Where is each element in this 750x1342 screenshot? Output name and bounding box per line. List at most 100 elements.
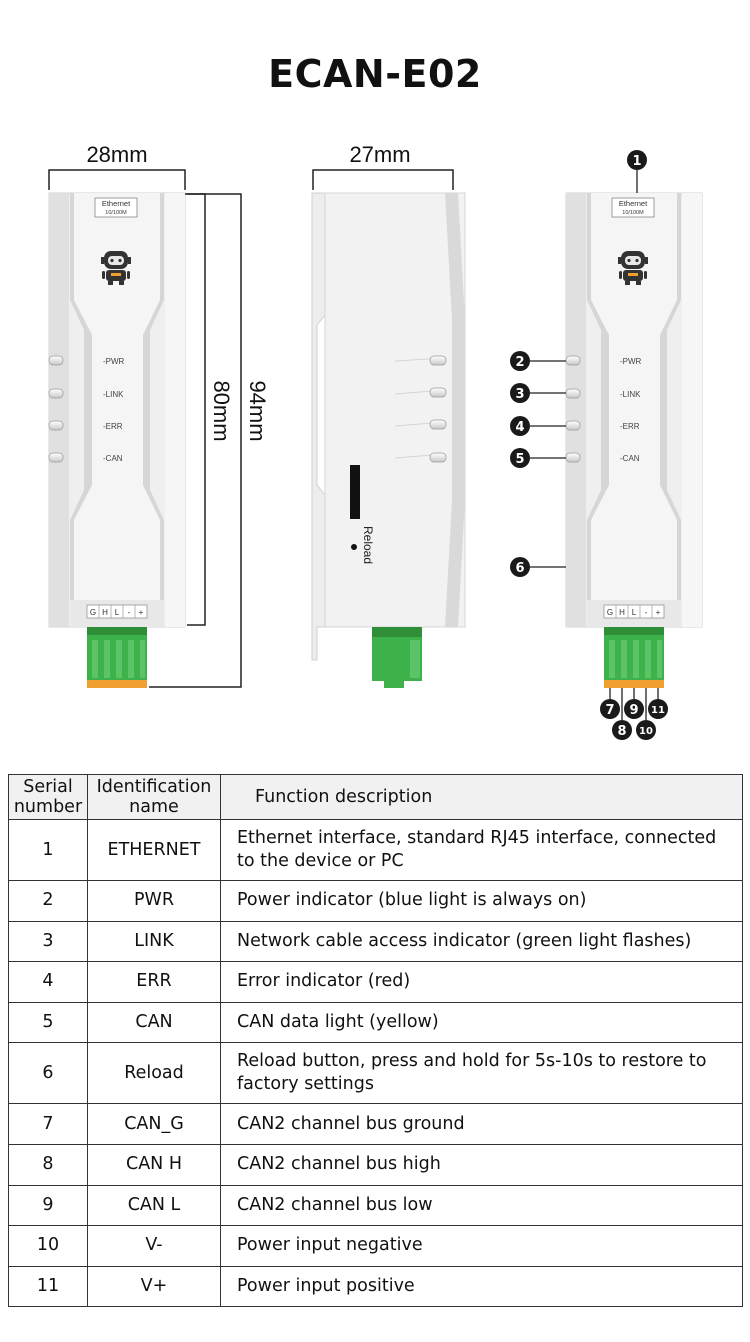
side-view: 27mm Reload (311, 142, 466, 688)
dim-body-height (187, 193, 206, 626)
callout-leaders (530, 170, 659, 720)
svg-text:10/100M: 10/100M (622, 210, 644, 216)
front-ethernet-label: Ethernet (102, 199, 131, 208)
front-right-rail (165, 193, 185, 627)
svg-text:1: 1 (632, 154, 641, 169)
row-name: Reload (87, 1042, 221, 1105)
front-view: Ethernet 10/100M -PWR -LINK -ERR -CAN (48, 142, 270, 688)
svg-text:10: 10 (639, 726, 653, 737)
dim-front-width (48, 169, 186, 190)
callout-terminal-legend: G H L - + (603, 604, 665, 619)
svg-text:H: H (619, 608, 625, 617)
row-serial: 4 (8, 961, 88, 1003)
row-description: Reload button, press and hold for 5s-10s… (220, 1042, 743, 1105)
header-serial: Serial number (8, 774, 88, 820)
dim-total-height-label: 94mm (245, 380, 270, 441)
page-title: ECAN-E02 (268, 52, 482, 96)
header-ident-line1: Identification (96, 777, 212, 797)
row-description: CAN2 channel bus high (220, 1143, 743, 1186)
callout-10 (636, 720, 656, 740)
svg-text:6: 6 (515, 561, 524, 576)
label-link: -LINK (103, 390, 124, 399)
front-leds (48, 355, 64, 463)
callout-11 (648, 699, 668, 719)
row-description: Network cable access indicator (green li… (220, 920, 743, 963)
svg-text:G: G (90, 608, 96, 617)
led-link (48, 388, 64, 399)
row-description: CAN2 channel bus low (220, 1184, 743, 1227)
side-body (324, 192, 466, 628)
svg-text:3: 3 (515, 387, 524, 402)
svg-text:-CAN: -CAN (620, 454, 640, 463)
led-pwr (48, 355, 64, 366)
robot-logo-icon (101, 251, 131, 285)
svg-text:+: + (656, 608, 661, 617)
svg-text:-LINK: -LINK (620, 390, 641, 399)
svg-text:11: 11 (651, 705, 665, 716)
dim-side-depth (312, 169, 454, 190)
front-terminal-legend: G H L - + (86, 604, 148, 619)
row-name: V+ (87, 1265, 221, 1308)
row-name: V- (87, 1225, 221, 1267)
svg-text:9: 9 (629, 703, 638, 718)
row-serial: 3 (8, 920, 88, 963)
header-serial-line2: number (13, 797, 83, 817)
callout-6 (510, 557, 530, 577)
label-can: -CAN (103, 454, 123, 463)
dim-side-depth-label: 27mm (349, 142, 410, 167)
svg-text:L: L (115, 608, 120, 617)
svg-text:+: + (139, 608, 144, 617)
dim-front-width-label: 28mm (86, 142, 147, 167)
front-ethernet-speed: 10/100M (105, 210, 127, 216)
robot-logo-icon (618, 251, 648, 285)
row-name: ETHERNET (87, 819, 221, 881)
svg-text:Ethernet: Ethernet (619, 199, 648, 208)
row-description: CAN data light (yellow) (220, 1001, 743, 1044)
svg-text:2: 2 (515, 355, 524, 370)
callout-view: Ethernet 10/100M -PWR -LINK -ERR -CAN (510, 150, 703, 740)
svg-text:5: 5 (515, 452, 524, 467)
reload-label: Reload (361, 526, 375, 564)
row-name: CAN L (87, 1184, 221, 1227)
row-serial: 10 (8, 1225, 88, 1267)
row-description: Power indicator (blue light is always on… (220, 880, 743, 922)
callout-1 (627, 150, 647, 170)
row-description: Power input positive (220, 1265, 743, 1308)
side-reload-slot (350, 465, 360, 519)
callout-terminal-block (604, 627, 664, 688)
row-serial: 7 (8, 1103, 88, 1145)
svg-text:7: 7 (605, 703, 614, 718)
row-name: PWR (87, 880, 221, 922)
front-ethernet-label-box (94, 197, 138, 218)
product-dimension-diagram: Ethernet 10/100M -PWR -LINK -ERR -CAN (48, 142, 703, 740)
svg-text:L: L (632, 608, 637, 617)
dim-total-height (149, 193, 242, 688)
row-serial: 1 (8, 819, 88, 881)
row-serial: 9 (8, 1184, 88, 1227)
label-pwr: -PWR (103, 357, 125, 366)
svg-text:-: - (128, 608, 131, 617)
callout-5 (510, 448, 530, 468)
row-name: ERR (87, 961, 221, 1003)
row-description: Error indicator (red) (220, 961, 743, 1003)
led-can (48, 452, 64, 463)
led-err (48, 420, 64, 431)
side-terminal-block (372, 627, 422, 688)
front-waist (74, 193, 160, 600)
header-identification: Identification name (87, 774, 221, 820)
dim-body-height-label: 80mm (209, 380, 234, 441)
row-serial: 11 (8, 1265, 88, 1308)
svg-text:-ERR: -ERR (620, 422, 640, 431)
row-description: CAN2 channel bus ground (220, 1103, 743, 1145)
row-serial: 2 (8, 880, 88, 922)
row-name: CAN (87, 1001, 221, 1044)
callout-4 (510, 416, 530, 436)
